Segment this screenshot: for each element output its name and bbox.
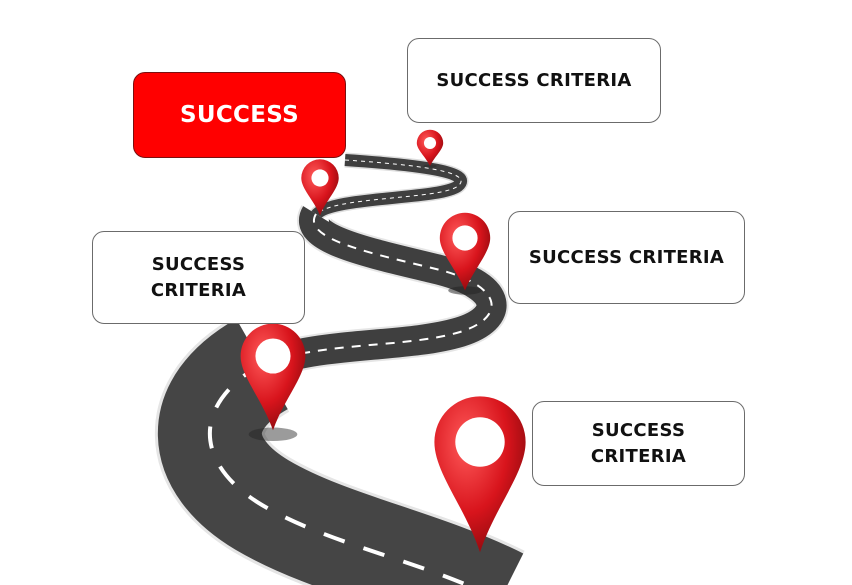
road-segment-middle (240, 205, 509, 387)
road-segment-far (309, 152, 469, 221)
success-goal-box: SUCCESS (133, 72, 346, 158)
success-criteria-box-4: SUCCESS CRITERIA (532, 401, 745, 486)
success-criteria-box-1: SUCCESS CRITERIA (407, 38, 661, 123)
map-pin-icon (240, 323, 306, 442)
map-pin-icon (301, 159, 339, 216)
success-criteria-box-2: SUCCESS CRITERIA (508, 211, 745, 304)
map-pin-icon (434, 396, 526, 553)
map-pin-icon (416, 129, 444, 168)
success-label: SUCCESS (180, 102, 299, 128)
road-segment-near (154, 316, 525, 585)
criteria-label: SUCCESS CRITERIA (436, 69, 632, 91)
success-criteria-box-3: SUCCESS CRITERIA (92, 231, 305, 324)
criteria-label: SUCCESS CRITERIA (590, 419, 687, 467)
criteria-label: SUCCESS CRITERIA (528, 246, 725, 268)
map-pin-icon (439, 212, 491, 295)
criteria-label: SUCCESS CRITERIA (150, 253, 247, 301)
